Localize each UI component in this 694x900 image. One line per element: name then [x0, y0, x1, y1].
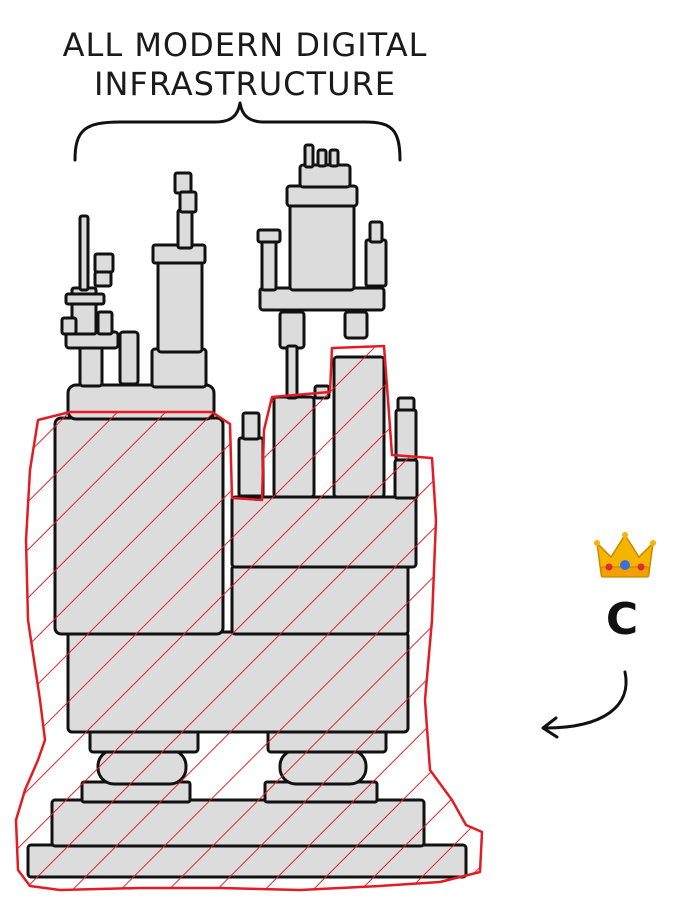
left-box-2 [93, 270, 113, 288]
right-left-post-cap [256, 228, 282, 244]
highlight-hatch-fill [16, 346, 482, 890]
crown-body [595, 533, 655, 574]
left-cap-1 [150, 347, 208, 389]
curved-arrow-icon [541, 670, 628, 739]
c-dependency-highlight [14, 344, 484, 892]
arrow-head [541, 716, 559, 739]
crown-gem-left [605, 563, 613, 571]
crown-tip-right [650, 540, 656, 546]
left-box-1 [93, 252, 115, 274]
tiny-post-right [394, 408, 418, 462]
right-hang-2 [285, 344, 299, 400]
crown-tip-center [622, 532, 628, 538]
left-box-4 [60, 316, 78, 336]
left-mini-cap [64, 292, 106, 306]
crown-gem-center [620, 560, 630, 570]
right-hang-1 [278, 310, 306, 350]
tiny-post-right-cap [396, 396, 416, 412]
left-antenna [78, 214, 90, 292]
highlight-outline [14, 344, 484, 892]
title-line-1: ALL MODERN DIGITAL [63, 26, 428, 64]
left-box-3 [96, 310, 114, 336]
arrow-shaft [543, 670, 628, 730]
left-spire-1 [176, 208, 194, 250]
left-block-small [78, 344, 104, 388]
left-spire-3 [178, 190, 198, 214]
small-block-c [237, 436, 265, 498]
right-spire-3 [328, 148, 340, 168]
crown-icon [594, 532, 656, 578]
right-spire-2 [316, 148, 328, 168]
right-hang-3 [343, 310, 369, 340]
right-box-big [288, 203, 356, 292]
right-side-block [364, 238, 388, 288]
language-label: C [606, 594, 638, 645]
right-left-post [260, 238, 278, 292]
left-spire-2 [173, 171, 193, 195]
title-line-2: INFRASTRUCTURE [94, 65, 396, 103]
right-spire-1 [303, 143, 315, 169]
tiny-post-left [241, 411, 261, 441]
right-box-cap [285, 184, 359, 208]
left-tower [156, 258, 204, 354]
left-block-tiny [118, 330, 140, 386]
crown-gem-right [637, 563, 645, 571]
curly-brace [73, 101, 402, 162]
comic-title: ALL MODERN DIGITAL INFRASTRUCTURE [63, 26, 428, 103]
right-side-cap [368, 220, 384, 244]
crown-tip-left [594, 540, 600, 546]
